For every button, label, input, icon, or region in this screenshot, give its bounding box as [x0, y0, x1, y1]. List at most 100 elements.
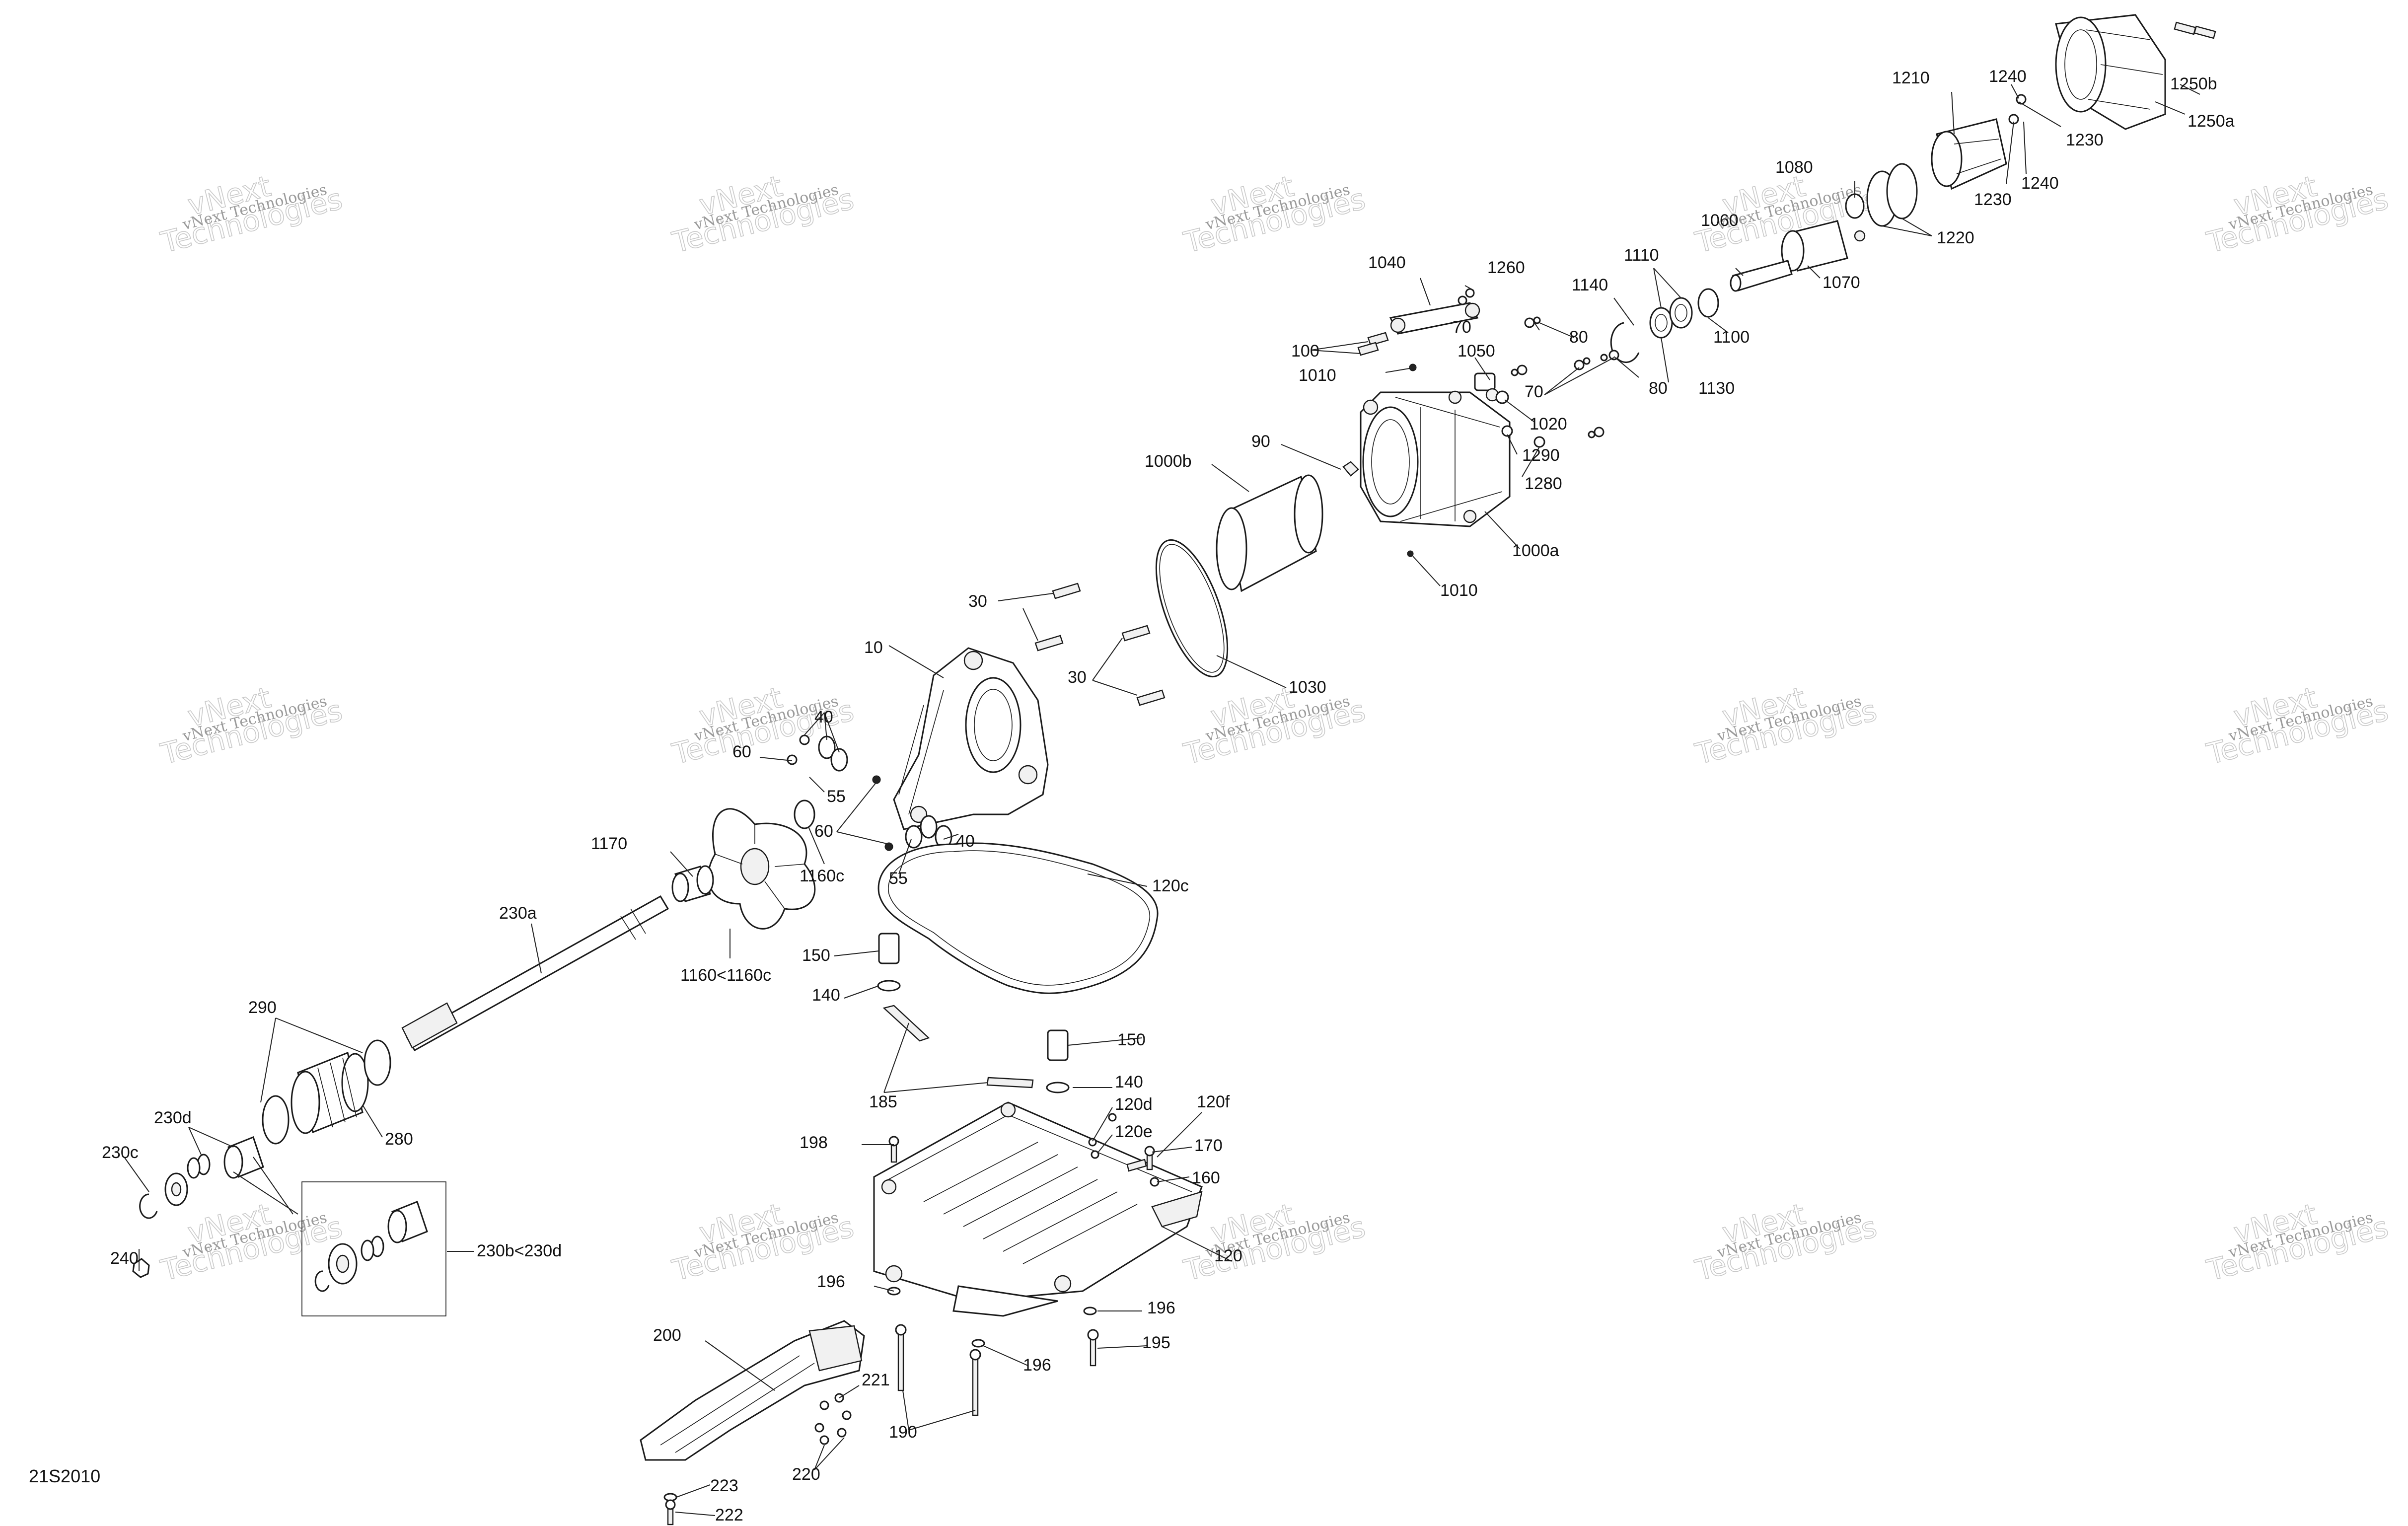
part-shaft-1060	[1730, 260, 1793, 292]
part-screw-100b	[1357, 342, 1379, 356]
callout-90: 90	[1251, 432, 1270, 451]
part-oring-1220b	[1886, 163, 1918, 219]
callout-223: 223	[710, 1476, 738, 1495]
part-bolts-70-80	[1511, 316, 1619, 438]
part-cover-1040	[1389, 288, 1480, 335]
part-wear-ring-1000b	[1216, 474, 1323, 592]
callout-1250a: 1250a	[2188, 112, 2235, 131]
callout-196-bottom: 196	[1023, 1356, 1051, 1375]
part-circlip-230c	[139, 1193, 158, 1219]
callout-1000b: 1000b	[1145, 452, 1192, 471]
callout-70-middle: 70	[1525, 382, 1543, 401]
parts-layer	[132, 14, 2216, 1526]
callout-120d: 120d	[1115, 1095, 1153, 1114]
part-fitting-150a	[877, 933, 901, 992]
part-strip-185b	[986, 1077, 1034, 1089]
callout-40-top: 40	[814, 708, 833, 727]
callout-1260: 1260	[1487, 258, 1525, 277]
part-nut-240	[132, 1258, 150, 1278]
callout-230c: 230c	[102, 1143, 139, 1162]
callout-120: 120	[1214, 1246, 1242, 1265]
callout-1080: 1080	[1775, 158, 1813, 177]
part-gasket-120c	[877, 842, 1159, 994]
callout-1100: 1100	[1713, 328, 1750, 347]
callout-120f: 120f	[1197, 1092, 1230, 1111]
part-oring-230d-b	[187, 1157, 201, 1179]
callout-1170: 1170	[591, 834, 627, 853]
callout-185: 185	[869, 1092, 897, 1111]
callout-195: 195	[1142, 1333, 1170, 1352]
part-clamp-290b	[364, 1039, 391, 1086]
callout-140-top: 140	[812, 986, 840, 1005]
callout-80-top: 80	[1569, 328, 1588, 347]
part-bearing-230d	[223, 1136, 264, 1179]
callout-1000a: 1000a	[1512, 541, 1559, 560]
part-impeller-1160c	[707, 808, 816, 930]
callout-1240-top: 1240	[1989, 67, 2027, 86]
part-washers-40-55-60	[787, 734, 952, 851]
callout-55-top: 55	[827, 787, 846, 806]
part-screw-100a	[1367, 332, 1389, 346]
part-washer-1080	[1845, 193, 1865, 219]
part-fitting-1050	[1474, 372, 1509, 404]
part-bracket-10	[893, 647, 1049, 830]
callout-1280: 1280	[1525, 474, 1562, 493]
callout-70-top: 70	[1453, 318, 1471, 337]
callout-140-bottom: 140	[1115, 1073, 1143, 1091]
callout-1110: 1110	[1624, 246, 1659, 265]
callout-196-left: 196	[817, 1272, 845, 1291]
callout-220: 220	[792, 1465, 820, 1484]
callout-1070: 1070	[1823, 273, 1860, 292]
callout-1160c: 1160c	[800, 867, 844, 885]
part-studs-30	[1034, 582, 1166, 706]
part-ride-plate-120	[873, 1101, 1203, 1317]
callout-198: 198	[800, 1133, 828, 1152]
part-bolts-220-221	[663, 1393, 852, 1526]
part-boot-280	[291, 1051, 369, 1134]
part-oring-1030	[1155, 539, 1229, 678]
callout-170: 170	[1194, 1136, 1223, 1155]
callout-60-top: 60	[732, 742, 751, 761]
callout-1010-top: 1010	[1299, 366, 1336, 385]
part-fitting-150b	[1046, 1029, 1070, 1093]
diagram-code: 21S2010	[29, 1466, 100, 1486]
callout-1220: 1220	[1937, 228, 1974, 247]
part-grate-200	[640, 1320, 865, 1461]
callout-150-top: 150	[802, 946, 830, 965]
callout-1020: 1020	[1530, 415, 1567, 434]
part-bolts-ride-plate	[887, 1113, 1160, 1416]
callout-1240-bottom: 1240	[2021, 174, 2059, 193]
callout-290: 290	[248, 998, 277, 1017]
part-bearing-1110b	[1669, 297, 1693, 329]
part-bearing-1110a	[1649, 307, 1673, 339]
callout-80-middle: 80	[1649, 379, 1668, 398]
callout-40-bottom: 40	[956, 832, 975, 851]
callout-1230-right: 1230	[2066, 131, 2104, 149]
callout-1230-left: 1230	[1974, 190, 2012, 209]
part-strip-185a	[882, 1005, 930, 1042]
leader-lines	[124, 84, 2200, 1516]
callout-1050: 1050	[1458, 342, 1495, 361]
callout-280: 280	[385, 1130, 413, 1149]
callout-100: 100	[1291, 342, 1319, 361]
callout-1210: 1210	[1892, 69, 1930, 87]
callout-230b: 230b<230d	[477, 1241, 562, 1260]
callout-55-bottom: 55	[889, 869, 908, 888]
callout-1160: 1160<1160c	[680, 966, 771, 985]
callout-labels: 1250b 1250a 1240 1210 1230 1230 1240 108…	[102, 67, 2235, 1525]
part-venturi-1250a	[2055, 14, 2216, 130]
part-plug-1010a	[1409, 363, 1417, 371]
callout-60-bottom: 60	[814, 822, 833, 841]
callout-1030: 1030	[1289, 678, 1326, 697]
callout-150-bottom: 150	[1117, 1030, 1146, 1049]
callout-222: 222	[715, 1506, 743, 1525]
callout-1290: 1290	[1522, 446, 1560, 465]
